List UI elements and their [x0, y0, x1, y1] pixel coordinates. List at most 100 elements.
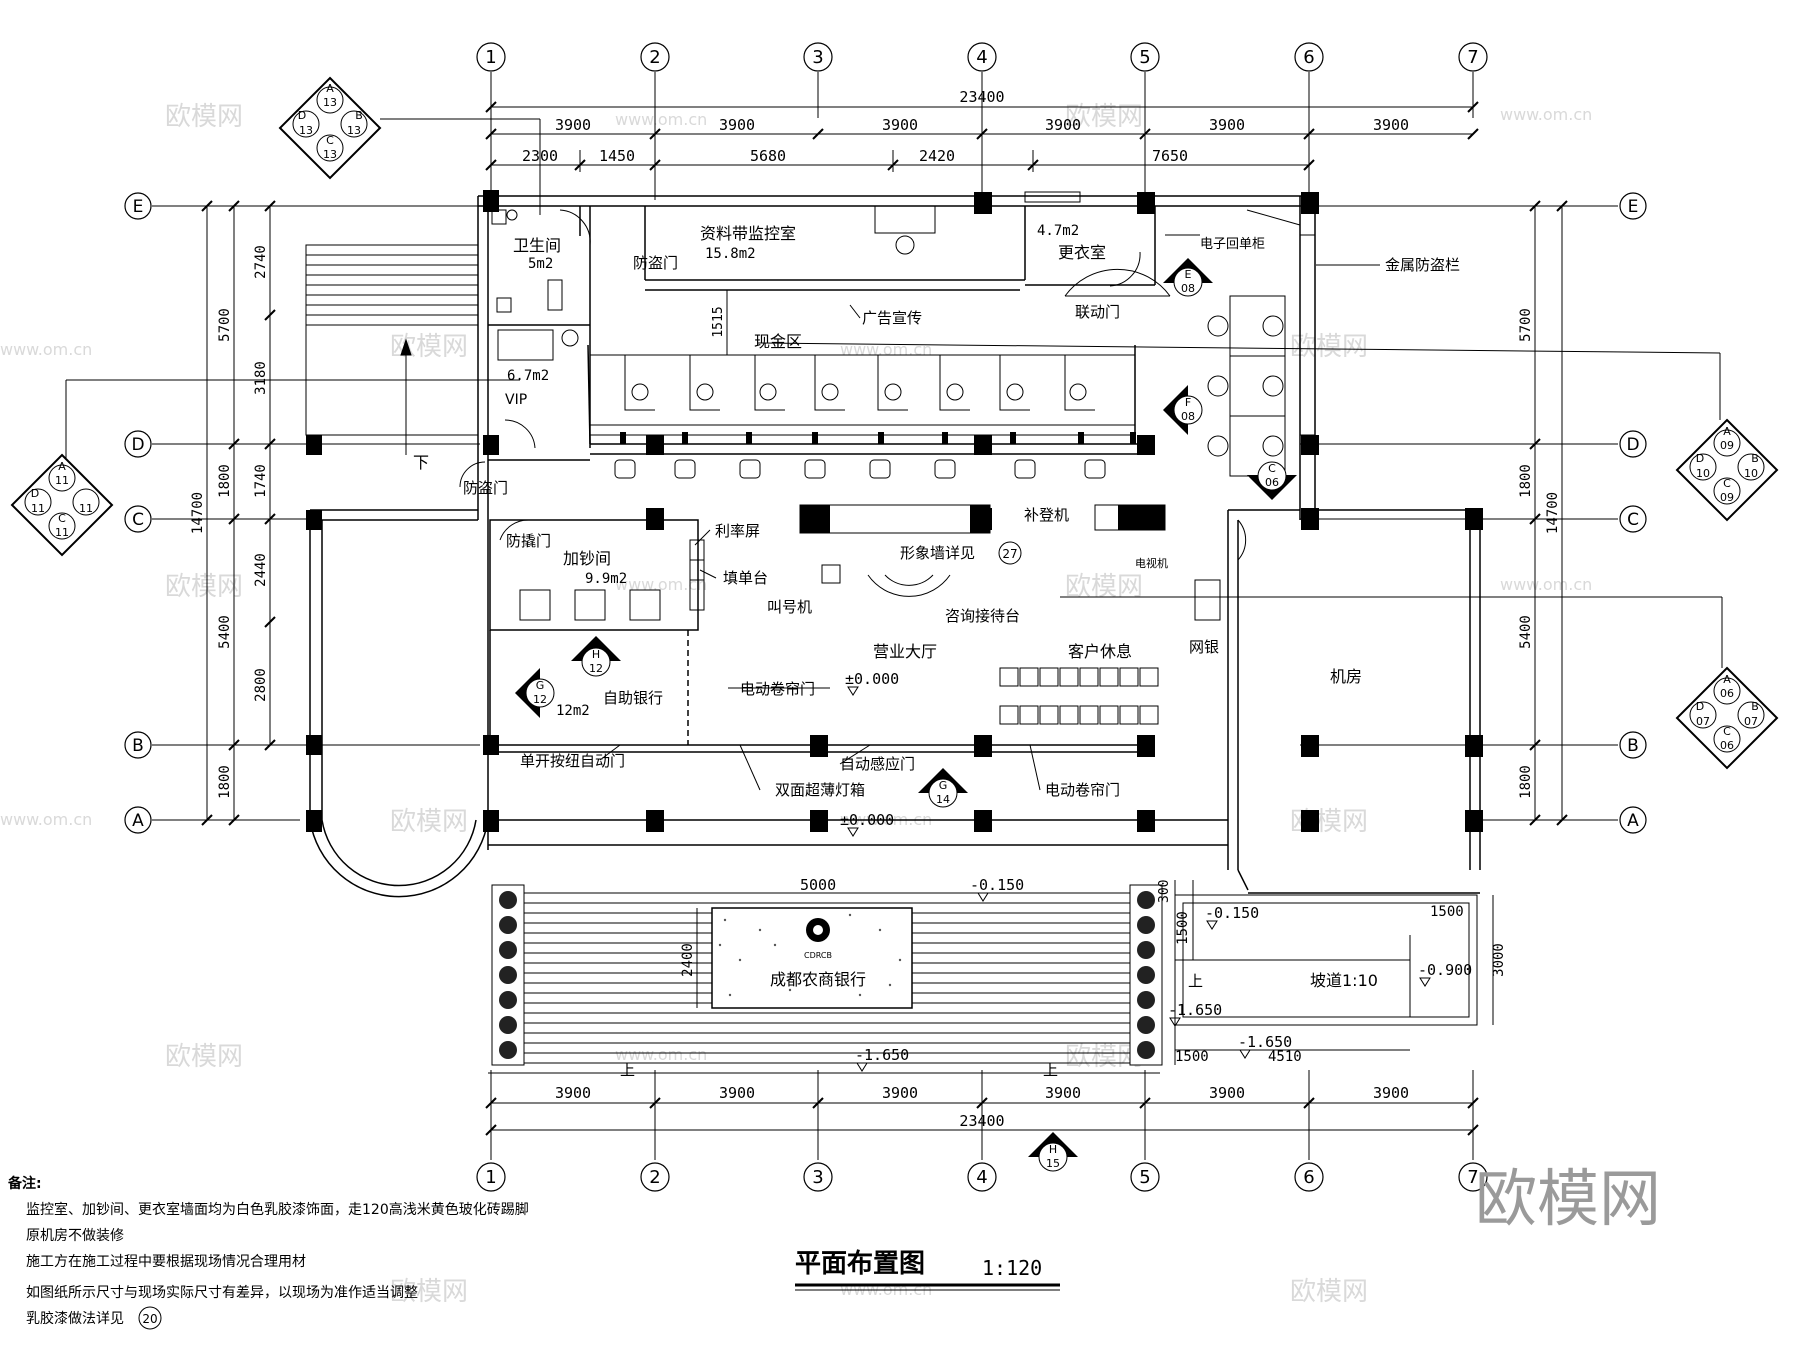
watermark-url: www.om.cn: [1500, 105, 1592, 124]
grid-col-label: 3: [812, 47, 823, 68]
watermark-layer: 欧模网 www.om.cn 欧模网 www.om.cn 欧模网 www.om.c…: [0, 102, 1592, 1307]
level-plaza: -0.150: [970, 876, 1024, 894]
dim-left-sub: 1740: [253, 464, 269, 498]
marker-number: 09: [1720, 439, 1734, 452]
dim-left-group: 1800: [217, 765, 233, 799]
marker-letter: G: [939, 779, 948, 792]
watermark-brand-large: 欧模网: [1475, 1162, 1661, 1235]
grid-col-label: 5: [1139, 1167, 1150, 1188]
marker-letter: D: [1696, 452, 1704, 465]
grid-col-label: 1: [485, 1167, 496, 1188]
room-labels: 卫生间 5m2 资料带监控室 15.8m2 4.7m2 更衣室 6.7m2 VI…: [505, 223, 1362, 719]
label-tv: 电视机: [1135, 556, 1168, 570]
dim-1515: 1515: [711, 306, 726, 337]
elevation-marker-11: A 11 D 11 11 C 11: [10, 453, 114, 557]
grid-col-label: 5: [1139, 47, 1150, 68]
label-self-bank: 自助银行: [603, 689, 663, 707]
dimension-text-right: 5700 1800 5400 1800 14700: [1518, 308, 1561, 799]
watermark-text: 欧模网: [165, 572, 243, 602]
marker-letter: B: [1751, 700, 1759, 713]
elevation-marker-13: A 13 D 13 B 13 C 13: [278, 76, 382, 180]
section-marker-h12: H 12: [571, 636, 621, 677]
label-pry-proof-door: 防撬门: [506, 532, 551, 550]
marker-letter: C: [326, 134, 334, 147]
column-bubbles-top: [476, 42, 1488, 72]
marker-letter: A: [58, 460, 66, 473]
marker-letter: A: [1723, 673, 1731, 686]
dim-left-sub: 2740: [253, 245, 269, 279]
dim-sub: 2420: [919, 147, 955, 165]
label-up: 上: [620, 1061, 635, 1079]
dim-left-sub: 3180: [253, 361, 269, 395]
grid-col-label: 6: [1303, 47, 1314, 68]
label-sensor-door: 自动感应门: [840, 755, 915, 773]
marker-letter: C: [1723, 725, 1731, 738]
label-linked-door: 联动门: [1075, 303, 1120, 321]
label-single-door: 单开按纽自动门: [520, 752, 625, 770]
room-counting-area: 9.9m2: [585, 571, 627, 587]
marker-number: 08: [1181, 410, 1195, 423]
watermark-url: www.om.cn: [615, 110, 707, 129]
watermark-text: 欧模网: [390, 807, 468, 837]
marker-number: 10: [1744, 467, 1758, 480]
watermark-text: 欧模网: [165, 1042, 243, 1072]
structure-columns: [306, 190, 1483, 832]
label-consult-desk: 咨询接待台: [945, 607, 1020, 625]
plaza-dims: [696, 892, 912, 1008]
section-marker-e08: E 08: [1163, 258, 1213, 297]
label-light-box: 双面超薄灯箱: [775, 781, 865, 799]
label-image-wall: 形象墙详见: [900, 544, 975, 562]
room-counting: 加钞间: [563, 549, 611, 568]
toilet-fixtures: [459, 209, 591, 488]
dim-ramp-len: 4510: [1268, 1049, 1302, 1065]
grid-col-label: 7: [1467, 1167, 1478, 1188]
dim-ramp-1500-vert: 1500: [1175, 911, 1191, 945]
dim-bay: 3900: [882, 116, 918, 134]
drawing-scale: 1:120: [982, 1256, 1042, 1280]
counting-room-furniture: [499, 519, 705, 621]
grid-col-label: 4: [976, 47, 987, 68]
marker-number: 11: [55, 474, 69, 487]
marker-letter: B: [355, 109, 363, 122]
marker-letter: H: [1049, 1143, 1057, 1156]
marker-number: 11: [79, 502, 93, 515]
level-ramp-top: -0.150: [1205, 904, 1259, 922]
image-wall-ref-bubble: [998, 541, 1022, 565]
dim-ramp-top: 1500: [1430, 904, 1464, 920]
dim-right-group: 1800: [1518, 464, 1534, 498]
dim-left-group: 5400: [217, 615, 233, 649]
lobby-elements: [799, 504, 1247, 621]
level-street: -1.650: [855, 1046, 909, 1064]
watermark-url: www.om.cn: [615, 575, 707, 594]
bank-logo-text: CDRCB: [804, 951, 832, 960]
label-up: 上: [1043, 1061, 1058, 1079]
section-marker-f08: F 08: [1163, 385, 1203, 435]
label-form-desk: 填单台: [723, 569, 768, 587]
image-wall-ref: 27: [1002, 547, 1017, 561]
level-marks: ±0.000 ±0.000 -0.150 -0.150 -0.900 -1.65…: [840, 670, 1472, 1064]
dimension-text-left: 14700 5700 1800 5400 1800 2740 3180 1740…: [190, 245, 269, 799]
dim-bay: 3900: [1373, 116, 1409, 134]
grid-col-label: 3: [812, 1167, 823, 1188]
level-front: ±0.000: [840, 811, 894, 829]
ramp: [1174, 880, 1478, 1065]
grid-row-label: E: [1628, 197, 1639, 217]
dim-bay: 3900: [1045, 116, 1081, 134]
marker-number: 10: [1696, 467, 1710, 480]
marker-letter: D: [298, 109, 306, 122]
section-marker-h15: H 15: [1028, 1132, 1078, 1172]
watermark-url: www.om.cn: [0, 810, 92, 829]
watermark-url: www.om.cn: [840, 340, 932, 359]
label-anti-theft-door: 防盗门: [633, 254, 678, 272]
grid-col-label: 6: [1303, 1167, 1314, 1188]
planter-left: [491, 884, 525, 1066]
dimension-lines-left: [206, 206, 271, 820]
room-monitor-area: 15.8m2: [705, 246, 756, 262]
dim-bay: 3900: [1209, 1084, 1245, 1102]
dim-total-top: 23400: [959, 88, 1004, 106]
level-step-low: -1.650: [1238, 1033, 1292, 1051]
level-step-low: -1.650: [1168, 1001, 1222, 1019]
dim-sub: 1450: [599, 147, 635, 165]
dimension-ticks-top: [485, 101, 1479, 171]
